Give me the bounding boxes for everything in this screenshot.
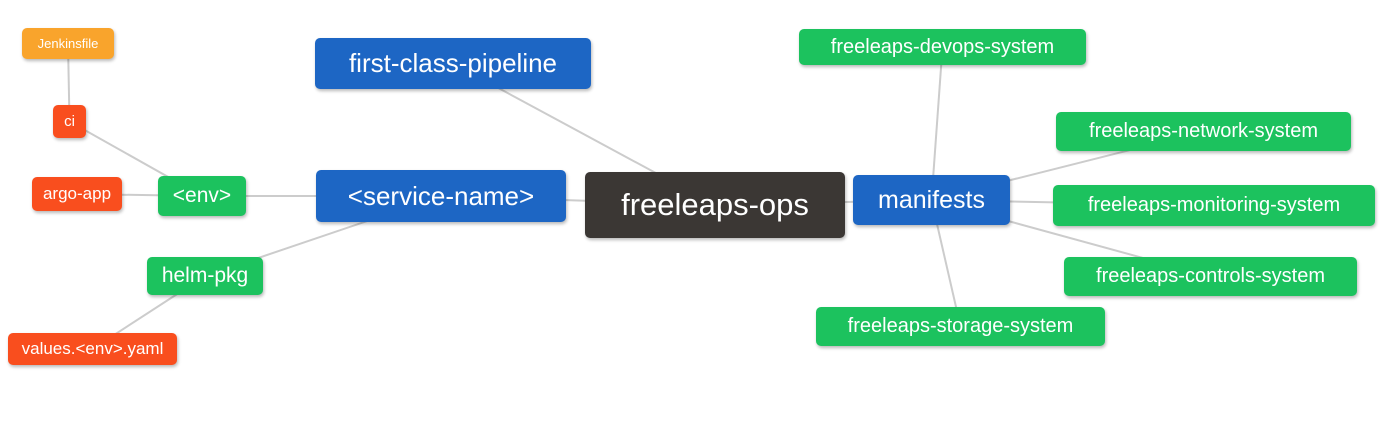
node-label: argo-app bbox=[42, 184, 112, 203]
node-values-env-yaml[interactable]: values.<env>.yaml bbox=[8, 333, 177, 365]
node-label: freeleaps-devops-system bbox=[830, 35, 1055, 58]
node-label: <service-name> bbox=[347, 180, 535, 211]
node-label: helm-pkg bbox=[161, 264, 249, 287]
node-manifests[interactable]: manifests bbox=[853, 175, 1010, 225]
node-label: first-class-pipeline bbox=[348, 48, 558, 78]
node-label: ci bbox=[64, 113, 75, 130]
node-label: freeleaps-network-system bbox=[1089, 120, 1318, 142]
node-monitoring-system[interactable]: freeleaps-monitoring-system bbox=[1053, 185, 1375, 226]
node-label: <env> bbox=[172, 184, 232, 207]
node-env[interactable]: <env> bbox=[158, 176, 246, 216]
node-storage-system[interactable]: freeleaps-storage-system bbox=[816, 307, 1105, 346]
node-service-name[interactable]: <service-name> bbox=[316, 170, 566, 222]
node-label: freeleaps-ops bbox=[621, 187, 809, 222]
node-label: freeleaps-monitoring-system bbox=[1087, 194, 1341, 216]
node-label: manifests bbox=[878, 185, 985, 214]
node-label: freeleaps-controls-system bbox=[1096, 265, 1325, 287]
node-first-class-pipeline[interactable]: first-class-pipeline bbox=[315, 38, 591, 89]
node-controls-system[interactable]: freeleaps-controls-system bbox=[1064, 257, 1357, 296]
edge-manifests-devops-system bbox=[930, 46, 944, 201]
node-jenkinsfile[interactable]: Jenkinsfile bbox=[22, 28, 114, 59]
node-devops-system[interactable]: freeleaps-devops-system bbox=[799, 29, 1086, 65]
node-helm-pkg[interactable]: helm-pkg bbox=[147, 257, 263, 295]
node-label: freeleaps-storage-system bbox=[847, 315, 1074, 337]
node-freeleaps-ops[interactable]: freeleaps-ops bbox=[585, 172, 845, 238]
node-argo-app[interactable]: argo-app bbox=[32, 177, 122, 211]
node-label: Jenkinsfile bbox=[37, 36, 99, 51]
node-label: values.<env>.yaml bbox=[21, 339, 164, 358]
node-ci[interactable]: ci bbox=[53, 105, 86, 138]
node-network-system[interactable]: freeleaps-network-system bbox=[1056, 112, 1351, 151]
